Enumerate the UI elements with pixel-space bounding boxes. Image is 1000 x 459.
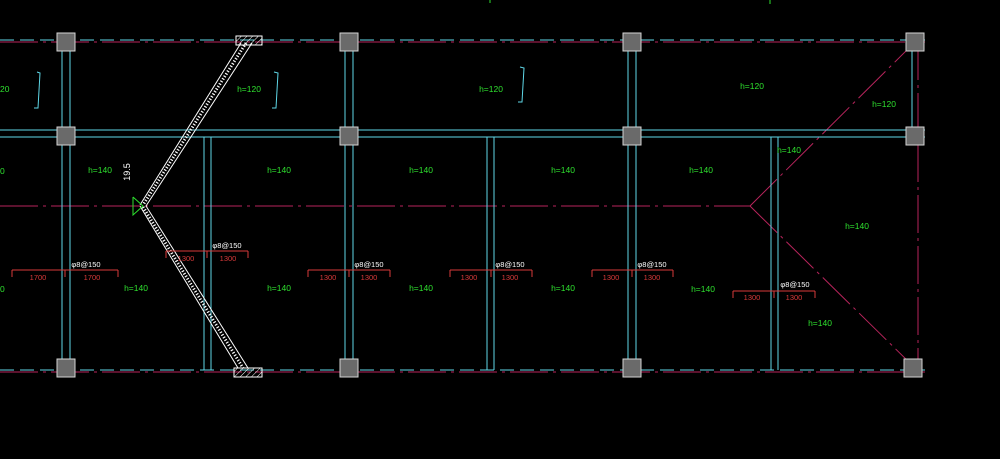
slab-thickness-label: h=140 xyxy=(267,165,291,175)
column xyxy=(56,126,76,146)
slab-thickness-label: h=120 xyxy=(740,81,764,91)
column xyxy=(56,358,76,378)
dimension-text: 1300 xyxy=(320,273,337,282)
section-mark-icon xyxy=(518,66,525,103)
column xyxy=(622,32,642,52)
dimension-text: 1300 xyxy=(786,293,803,302)
dimension-lines xyxy=(11,250,816,298)
slab-thickness-label: h=120 xyxy=(237,84,261,94)
stair-beam-hatch xyxy=(141,42,248,206)
section-mark-icon xyxy=(34,71,41,109)
dimension-line xyxy=(11,269,119,277)
dimension-text: 1300 xyxy=(220,254,237,263)
slab-thickness-label-partial: 20 xyxy=(0,84,10,94)
elevation-triangle-icon xyxy=(132,196,144,217)
dimension-line xyxy=(165,250,249,258)
dimension-text: 1300 xyxy=(744,293,761,302)
slab-thickness-label-partial: 0 xyxy=(0,284,5,294)
column xyxy=(339,358,359,378)
stair-beam-edge xyxy=(145,205,249,369)
slab-thickness-label: h=140 xyxy=(124,283,148,293)
axis-line-diagonal-down xyxy=(749,205,916,369)
dimension-line xyxy=(449,269,533,277)
dimension-line xyxy=(307,269,391,277)
stair-beam-edge xyxy=(139,42,242,206)
dimension-text: 1300 xyxy=(603,273,620,282)
slab-thickness-label: h=140 xyxy=(777,145,801,155)
column xyxy=(622,126,642,146)
dimension-text: 1300 xyxy=(361,273,378,282)
section-mark-icon xyxy=(272,71,279,109)
slab-thickness-labels: 20 0 0 h=120 h=120 h=120 h=120 h=140 h=1… xyxy=(0,81,896,328)
dimension-text: 1300 xyxy=(644,273,661,282)
slab-thickness-label: h=140 xyxy=(691,284,715,294)
rebar-label: φ8@150 xyxy=(495,260,524,269)
slab-thickness-label: h=120 xyxy=(479,84,503,94)
dimension-line xyxy=(732,290,816,298)
slab-thickness-label: h=140 xyxy=(88,165,112,175)
dimension-line xyxy=(591,269,674,277)
dimension-texts: 1700 1700 1300 1300 1300 1300 1300 1300 … xyxy=(30,254,803,302)
slab-thickness-label: h=140 xyxy=(551,283,575,293)
dimension-text: 1700 xyxy=(84,273,101,282)
dimension-text: 1300 xyxy=(461,273,478,282)
slab-thickness-label-partial: 0 xyxy=(0,166,5,176)
column xyxy=(339,32,359,52)
column xyxy=(903,358,923,378)
slab-thickness-label: h=140 xyxy=(551,165,575,175)
dimension-text: 1700 xyxy=(30,273,47,282)
elevation-label: 19.5 xyxy=(122,163,132,181)
rebar-labels: φ8@150 φ8@150 φ8@150 φ8@150 φ8@150 φ8@15… xyxy=(71,241,809,289)
slab-thickness-label: h=140 xyxy=(409,165,433,175)
dimension-text: 1300 xyxy=(502,273,519,282)
hatched-support-top xyxy=(235,35,263,46)
column xyxy=(905,32,925,52)
slab-thickness-label: h=140 xyxy=(845,221,869,231)
column xyxy=(56,32,76,52)
stair-beam-edge xyxy=(139,205,239,369)
rebar-label: φ8@150 xyxy=(354,260,383,269)
column xyxy=(339,126,359,146)
slab-thickness-label: h=120 xyxy=(872,99,896,109)
slab-thickness-label: h=140 xyxy=(808,318,832,328)
axis-line-diagonal-up xyxy=(749,41,916,207)
rebar-label: φ8@150 xyxy=(637,260,666,269)
elevation-marker: 19.5 xyxy=(122,163,144,217)
hatched-support-bottom xyxy=(233,367,263,378)
column xyxy=(622,358,642,378)
slab-thickness-label: h=140 xyxy=(409,283,433,293)
section-marks xyxy=(34,66,525,109)
columns xyxy=(56,32,925,378)
grid-ticks xyxy=(489,0,771,4)
rebar-label: φ8@150 xyxy=(71,260,100,269)
column xyxy=(905,126,925,146)
stair-beam-edge xyxy=(145,42,253,207)
dimension-text: 1300 xyxy=(178,254,195,263)
beams xyxy=(0,42,925,370)
rebar-label: φ8@150 xyxy=(780,280,809,289)
inclined-stair-beam xyxy=(139,35,263,378)
rebar-label: φ8@150 xyxy=(212,241,241,250)
slab-thickness-label: h=140 xyxy=(689,165,713,175)
grid-axes xyxy=(0,39,925,373)
slab-thickness-label: h=140 xyxy=(267,283,291,293)
